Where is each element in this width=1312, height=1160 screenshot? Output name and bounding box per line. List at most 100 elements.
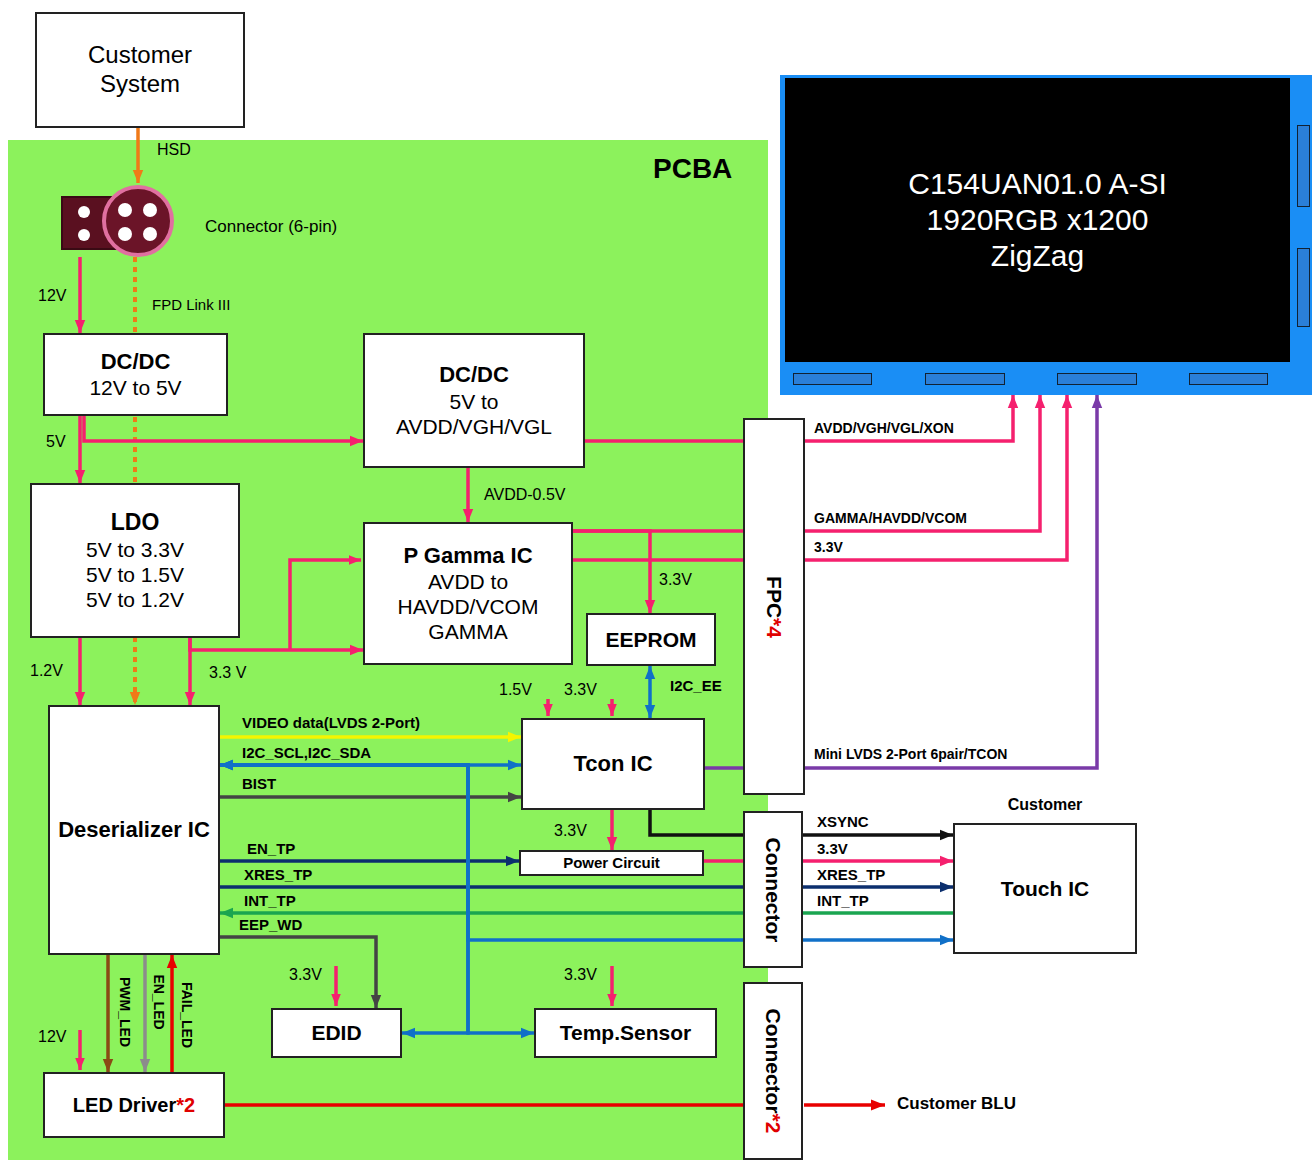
power-branch <box>290 560 361 650</box>
signal-wire <box>143 955 147 1072</box>
signal-wire <box>220 937 376 1008</box>
node-text: 12V to 5V <box>89 375 181 400</box>
eeprom-box: EEPROM <box>586 613 716 666</box>
ldo-box: LDO5V to 3.3V 5V to 1.5V 5V to 1.2V <box>30 483 240 638</box>
power-stub <box>610 966 614 1006</box>
text-group: EEPROM <box>605 627 696 652</box>
node-text: Connector <box>762 1009 785 1114</box>
node-text: EDID <box>311 1020 361 1045</box>
signal-label: AVDD-0.5V <box>482 486 568 504</box>
node-text: Deserializer IC <box>58 817 210 843</box>
signal-label: FAIL_LED <box>179 982 195 1048</box>
signal-label: 1.2V <box>28 662 65 680</box>
text-group: EDID <box>311 1020 361 1045</box>
power-label: 3.3V <box>562 966 599 984</box>
signal-wire <box>84 416 363 441</box>
node-text: Touch IC <box>1001 876 1089 901</box>
node-text: 5V to 3.3V 5V to 1.5V 5V to 1.2V <box>75 537 195 613</box>
node-text: LED Driver <box>73 1094 176 1116</box>
signal-label: 3.3V <box>812 539 845 555</box>
text-group: DC/DC5V to AVDD/VGH/VGL <box>392 362 557 439</box>
signal-label: GAMMA/HAVDD/VCOM <box>812 510 969 526</box>
deserializer-box: Deserializer IC <box>48 705 220 955</box>
text-group: Temp.Sensor <box>560 1020 691 1045</box>
signal-wire <box>170 955 174 1072</box>
signal-label: EN_LED <box>151 974 167 1029</box>
signal-wire <box>220 765 468 1033</box>
led-driver-box: LED Driver*2 <box>43 1072 225 1138</box>
signal-wire <box>220 765 743 940</box>
panel-tab <box>1189 373 1268 385</box>
node-text: Tcon IC <box>573 751 652 777</box>
signal-wire <box>190 638 363 650</box>
node-text: 5V to AVDD/VGH/VGL <box>392 389 557 439</box>
gamma-ic-box: P Gamma ICAVDD to HAVDD/VCOM GAMMA <box>363 522 573 665</box>
signal-wire <box>585 439 743 443</box>
power-stub <box>78 1030 82 1070</box>
signal-wire <box>805 395 1097 768</box>
touch-connector: Connector <box>743 811 803 968</box>
node-text: Connector <box>762 837 785 942</box>
tcon-box: Tcon IC <box>521 718 705 810</box>
dcdc-box: DC/DC5V to AVDD/VGH/VGL <box>363 333 585 468</box>
temp-sensor-box: Temp.Sensor <box>534 1008 717 1058</box>
signal-wire <box>136 128 140 183</box>
signal-wire <box>78 416 82 483</box>
signal-wire <box>220 765 534 1033</box>
node-text: FPC <box>763 576 786 618</box>
node-text: Customer <box>953 795 1137 814</box>
fpc-connector: FPC*4 <box>743 418 805 795</box>
signal-wire <box>805 395 1067 560</box>
signal-wire <box>803 938 953 942</box>
touch-ic-box: Touch IC Customer <box>953 793 1137 954</box>
signal-wire <box>220 859 519 863</box>
power-label: 3.3V <box>562 681 599 699</box>
node-text: *2 <box>176 1094 195 1116</box>
dcdc-box: DC/DC12V to 5V <box>43 333 228 416</box>
power-label: 1.5V <box>497 681 534 699</box>
text-group: FPC*4 <box>761 576 786 638</box>
signal-label: INT_TP <box>815 892 871 909</box>
text-group: Deserializer IC <box>58 817 210 843</box>
signal-wire <box>650 810 743 835</box>
signal-label: 3.3 V <box>207 664 248 682</box>
text-group: Customer System <box>60 41 220 99</box>
connector-icon <box>60 183 200 257</box>
node-text: AVDD to HAVDD/VCOM GAMMA <box>388 569 548 645</box>
node-text: C154UAN01.0 A-SI 1920RGB x1200 ZigZag <box>878 166 1198 274</box>
signal-wire <box>610 810 614 850</box>
signal-label: I2C_EE <box>668 677 724 694</box>
signal-wire <box>805 395 1013 441</box>
signal-label: FPD Link III <box>150 296 232 313</box>
text-group: LED Driver*2 <box>73 1093 195 1117</box>
node-text: LDO <box>75 509 195 537</box>
signal-wire <box>106 955 110 1072</box>
power-label: Customer BLU <box>895 1094 1018 1114</box>
node-text: EEPROM <box>605 627 696 652</box>
panel-tab <box>1057 373 1137 385</box>
signal-label: 5V <box>44 433 68 451</box>
power-circuit-box: Power Circuit <box>519 850 704 876</box>
node-text: Temp.Sensor <box>560 1020 691 1045</box>
panel-tab <box>1297 248 1310 327</box>
signal-label: PWM_LED <box>117 977 133 1047</box>
blu-arrow <box>804 1103 885 1107</box>
signal-label: BIST <box>240 775 278 792</box>
signal-wire <box>803 833 953 837</box>
power-stub <box>610 699 614 716</box>
signal-wire <box>78 257 82 333</box>
signal-label: 3.3V <box>657 571 694 589</box>
touch-ic-outline: Touch IC <box>953 823 1137 954</box>
signal-wire <box>648 666 652 718</box>
signal-wire <box>805 395 1040 531</box>
panel-tab <box>925 373 1005 385</box>
node-text: *4 <box>763 618 786 638</box>
node-text: Connector (6-pin) <box>205 217 337 237</box>
signal-wire <box>466 468 470 522</box>
signal-wire <box>573 558 743 562</box>
signal-wire <box>803 859 953 863</box>
node-text: P Gamma IC <box>388 543 548 569</box>
text-group: P Gamma ICAVDD to HAVDD/VCOM GAMMA <box>388 543 548 645</box>
power-stub <box>546 699 550 716</box>
power-label: 3.3V <box>287 966 324 984</box>
